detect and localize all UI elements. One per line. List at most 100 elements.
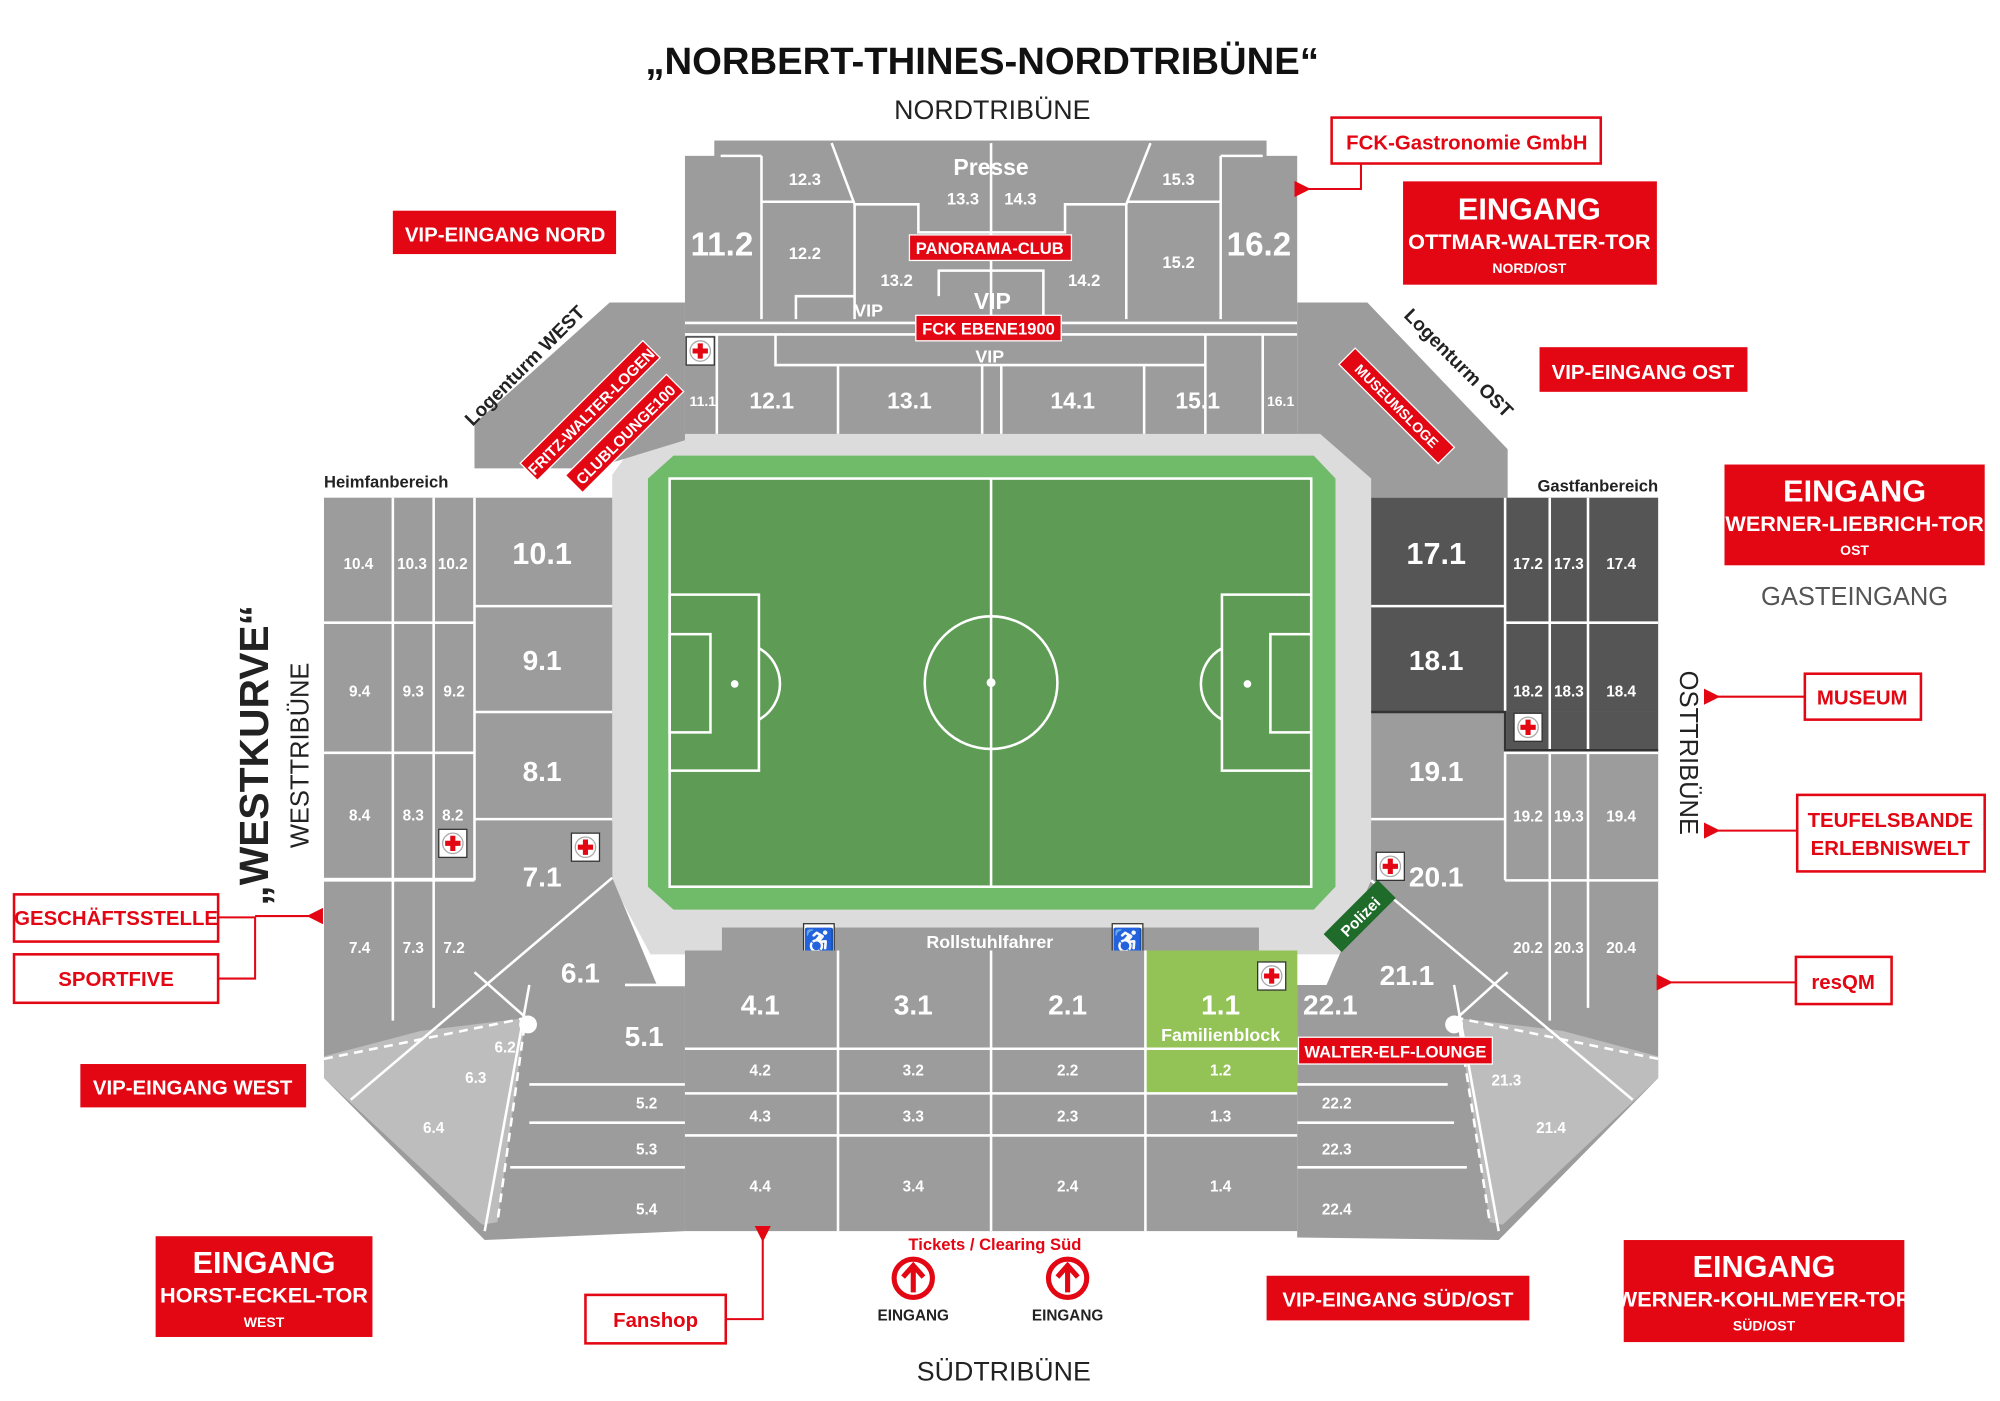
section-11-1[interactable]: 11.1 (690, 393, 717, 409)
section-6-2[interactable]: 6.2 (494, 1040, 515, 1057)
south-gate-1[interactable]: EINGANG (878, 1256, 949, 1324)
section-1-3[interactable]: 1.3 (1210, 1108, 1231, 1125)
section-17-2[interactable]: 17.2 (1513, 556, 1543, 573)
section-19-4[interactable]: 19.4 (1606, 809, 1636, 826)
section-7-2[interactable]: 7.2 (443, 940, 464, 957)
fck-ebene1900-label[interactable] (915, 314, 1062, 342)
section-10-2[interactable]: 10.2 (438, 556, 468, 573)
section-4-4[interactable]: 4.4 (750, 1179, 772, 1196)
section-21-1[interactable]: 21.1 (1380, 960, 1435, 991)
section-2-4[interactable]: 2.4 (1057, 1179, 1079, 1196)
vip-area-left[interactable]: VIP (854, 301, 883, 321)
vip-entrance-north[interactable]: VIP-EINGANG NORD (392, 210, 617, 255)
section-18-2[interactable]: 18.2 (1513, 684, 1543, 701)
section-8-4[interactable]: 8.4 (349, 807, 371, 824)
entrance-ottmar-walter-tor[interactable]: EINGANG OTTMAR-WALTER-TOR NORD/OST (1403, 181, 1657, 285)
section-18-3[interactable]: 18.3 (1554, 684, 1584, 701)
section-20-3[interactable]: 20.3 (1554, 940, 1584, 957)
section-9-1[interactable]: 9.1 (523, 645, 562, 676)
section-12-1[interactable]: 12.1 (749, 387, 794, 413)
section-8-1[interactable]: 8.1 (523, 756, 562, 787)
section-12-2[interactable]: 12.2 (789, 244, 821, 263)
section-21-4[interactable]: 21.4 (1536, 1120, 1566, 1137)
section-13-2[interactable]: 13.2 (881, 271, 913, 290)
section-4-1[interactable]: 4.1 (741, 989, 780, 1020)
section-16-1[interactable]: 16.1 (1267, 393, 1294, 409)
section-12-3[interactable]: 12.3 (789, 170, 821, 189)
section-22-2[interactable]: 22.2 (1322, 1096, 1352, 1113)
section-10-4[interactable]: 10.4 (344, 556, 374, 573)
section-5-2[interactable]: 5.2 (636, 1096, 657, 1113)
section-18-1[interactable]: 18.1 (1409, 645, 1464, 676)
section-15-1[interactable]: 15.1 (1175, 387, 1220, 413)
section-8-2[interactable]: 8.2 (442, 807, 463, 824)
section-19-3[interactable]: 19.3 (1554, 809, 1584, 826)
section-10-3[interactable]: 10.3 (397, 556, 427, 573)
section-22-1[interactable]: 22.1 (1303, 989, 1358, 1020)
section-11-2[interactable]: 11.2 (691, 226, 754, 263)
section-6-3[interactable]: 6.3 (465, 1070, 486, 1087)
vip-strip[interactable]: VIP (975, 346, 1004, 366)
section-17-3[interactable]: 17.3 (1554, 556, 1584, 573)
museum-callout[interactable]: MUSEUM (1703, 672, 1923, 721)
section-20-1[interactable]: 20.1 (1409, 862, 1464, 893)
section-2-2[interactable]: 2.2 (1057, 1063, 1078, 1080)
press-area[interactable]: Presse (953, 154, 1028, 180)
section-6-1[interactable]: 6.1 (561, 957, 600, 988)
section-3-2[interactable]: 3.2 (903, 1063, 924, 1080)
section-9-3[interactable]: 9.3 (403, 684, 424, 701)
section-9-2[interactable]: 9.2 (443, 684, 464, 701)
south-gate-2[interactable]: EINGANG (1032, 1256, 1103, 1324)
section-9-4[interactable]: 9.4 (349, 684, 371, 701)
section-14-3[interactable]: 14.3 (1004, 189, 1036, 208)
section-1-2[interactable]: 1.2 (1210, 1063, 1231, 1080)
section-5-3[interactable]: 5.3 (636, 1142, 657, 1159)
section-7-4[interactable]: 7.4 (349, 940, 371, 957)
section-4-2[interactable]: 4.2 (750, 1063, 771, 1080)
section-1-1[interactable]: 1.1 (1201, 989, 1240, 1020)
section-18-4[interactable]: 18.4 (1606, 684, 1636, 701)
section-16-2[interactable]: 16.2 (1227, 226, 1292, 263)
fanshop-callout[interactable]: Fanshop (584, 1225, 771, 1345)
section-1-4[interactable]: 1.4 (1210, 1179, 1232, 1196)
entrance-werner-kohlmeyer-tor[interactable]: EINGANG WERNER-KOHLMEYER-TOR SÜD/OST (1617, 1240, 1912, 1343)
section-3-1[interactable]: 3.1 (894, 989, 933, 1020)
section-17-4[interactable]: 17.4 (1606, 556, 1636, 573)
section-20-2[interactable]: 20.2 (1513, 940, 1543, 957)
section-7-1[interactable]: 7.1 (523, 862, 562, 893)
vip-entrance-west[interactable]: VIP-EINGANG WEST (80, 1064, 307, 1108)
section-19-1[interactable]: 19.1 (1409, 756, 1464, 787)
section-13-3[interactable]: 13.3 (947, 189, 979, 208)
section-15-3[interactable]: 15.3 (1162, 170, 1194, 189)
section-6-4[interactable]: 6.4 (423, 1120, 445, 1137)
section-21-3[interactable]: 21.3 (1491, 1073, 1521, 1090)
section-3-3[interactable]: 3.3 (903, 1108, 924, 1125)
entrance-horst-eckel-tor[interactable]: EINGANG HORST-ECKEL-TOR WEST (155, 1236, 373, 1337)
section-17-1[interactable]: 17.1 (1406, 537, 1466, 571)
walter-elf-lounge-label[interactable] (1297, 1036, 1493, 1065)
section-2-3[interactable]: 2.3 (1057, 1108, 1078, 1125)
resqm-callout[interactable]: resQM (1656, 955, 1893, 1006)
section-10-1[interactable]: 10.1 (512, 537, 572, 571)
sportfive-callout[interactable]: SPORTFIVE (12, 953, 220, 1005)
section-14-2[interactable]: 14.2 (1068, 271, 1100, 290)
section-7-3[interactable]: 7.3 (403, 940, 424, 957)
geschaeftsstelle-callout[interactable]: GESCHÄFTSSTELLE (12, 893, 220, 943)
teufelsbande-callout[interactable]: TEUFELSBANDE ERLEBNISWELT (1703, 793, 1986, 873)
section-3-4[interactable]: 3.4 (903, 1179, 925, 1196)
section-5-4[interactable]: 5.4 (636, 1202, 658, 1219)
section-13-1[interactable]: 13.1 (887, 387, 932, 413)
entrance-werner-liebrich-tor[interactable]: EINGANG WERNER-LIEBRICH-TOR OST (1724, 464, 1985, 566)
section-20-4[interactable]: 20.4 (1606, 940, 1636, 957)
section-22-4[interactable]: 22.4 (1322, 1202, 1352, 1219)
fck-gastronomie-callout[interactable]: FCK-Gastronomie GmbH (1294, 116, 1603, 198)
section-19-2[interactable]: 19.2 (1513, 809, 1543, 826)
section-4-3[interactable]: 4.3 (750, 1108, 771, 1125)
vip-area-center[interactable]: VIP (974, 288, 1011, 314)
section-2-1[interactable]: 2.1 (1048, 989, 1087, 1020)
section-14-1[interactable]: 14.1 (1050, 387, 1095, 413)
section-8-3[interactable]: 8.3 (403, 807, 424, 824)
section-22-3[interactable]: 22.3 (1322, 1142, 1352, 1159)
vip-entrance-east[interactable]: VIP-EINGANG OST (1539, 347, 1748, 392)
section-15-2[interactable]: 15.2 (1162, 253, 1194, 272)
